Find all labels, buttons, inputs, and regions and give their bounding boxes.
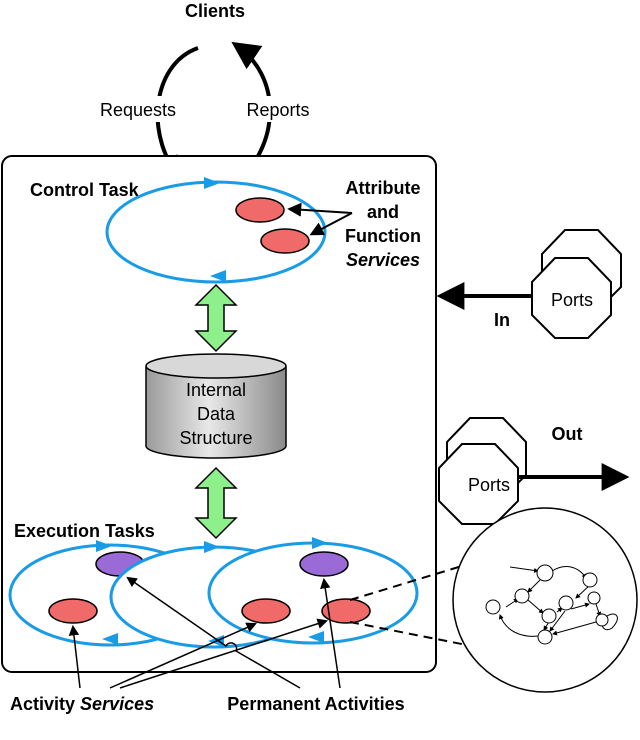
attribute-services-line4: Services: [346, 250, 420, 270]
data-exchange-arrow: [194, 466, 238, 540]
state-graph: [485, 564, 618, 645]
pointer-arrow: [126, 576, 301, 689]
ring-direction-icon: [210, 270, 226, 282]
activity-service: [321, 598, 371, 624]
permanent-activities-label: Permanent Activities: [227, 694, 404, 714]
ring-direction-icon: [204, 177, 220, 189]
requests-label: Requests: [100, 100, 176, 120]
data-exchange-arrow: [194, 283, 238, 353]
attribute-services-line2: and: [367, 202, 399, 222]
internal-data-line1: Internal: [186, 380, 246, 400]
pointer-arrow: [320, 577, 341, 689]
pointer-arrow: [109, 622, 257, 689]
data-store-cylinder: [145, 366, 287, 459]
activity-services-label: Activity Services: [10, 694, 154, 714]
ports-in-label: Ports: [551, 290, 593, 310]
internal-data-line3: Structure: [179, 428, 252, 448]
attribute-service: [235, 197, 285, 223]
ports-out-direction: Out: [552, 424, 583, 444]
control-task-label: Control Task: [30, 180, 140, 200]
attribute-services-line3: Function: [345, 226, 421, 246]
function-service: [260, 228, 310, 254]
pointer-arrow: [119, 618, 328, 689]
callout-line: [349, 565, 463, 601]
pointer-arrow: [287, 202, 353, 217]
permanent-activity: [299, 551, 349, 577]
activity-service: [48, 598, 98, 624]
ports-out-label: Ports: [468, 475, 510, 495]
clients-label: Clients: [185, 1, 245, 21]
reports-label: Reports: [246, 100, 309, 120]
internal-data-line2: Data: [197, 404, 236, 424]
pointer-arrow: [68, 624, 81, 689]
execution-tasks-label: Execution Tasks: [14, 521, 155, 541]
input-port: [531, 257, 612, 339]
state-machine-detail: [452, 507, 638, 693]
activity-service: [241, 598, 291, 624]
ports-in-direction: In: [494, 310, 510, 330]
pointer-arrow: [309, 212, 353, 236]
attribute-services-line1: Attribute: [346, 178, 421, 198]
